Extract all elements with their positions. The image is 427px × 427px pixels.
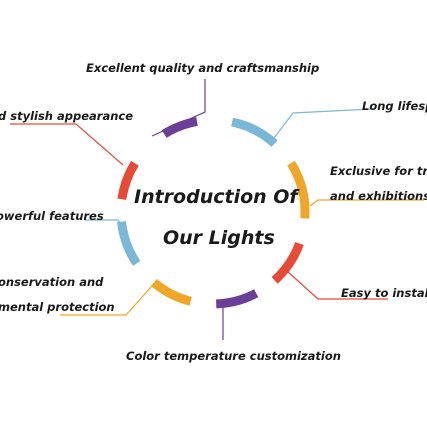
leader-line-4 (286, 270, 388, 300)
feature-label-7: owerful features (0, 209, 104, 223)
title-line-2: Our Lights (163, 227, 275, 249)
ring-arc-4 (271, 241, 304, 284)
feature-label-4: Easy to install (341, 286, 427, 300)
ring-arc-2 (231, 117, 278, 148)
ring-arc-6 (151, 278, 192, 306)
feature-label-6-line-1: onservation and (0, 275, 104, 289)
feature-label-6-line-2: mental protection (0, 300, 115, 314)
leader-line-8 (10, 123, 124, 166)
ring-arcs (117, 116, 310, 309)
ring-arc-8 (117, 160, 139, 200)
ring-arc-5 (215, 289, 259, 309)
ring-arc-1 (161, 116, 198, 138)
feature-label-3-line-1: Exclusive for tra (330, 164, 427, 178)
leader-line-2 (273, 108, 373, 139)
feature-label-1: Excellent quality and craftsmanship (86, 61, 319, 75)
feature-label-8: d stylish appearance (0, 109, 133, 123)
diagram-title: Introduction Of Our Lights (134, 186, 300, 249)
ring-arc-7 (117, 220, 141, 266)
feature-label-5: Color temperature customization (126, 349, 341, 363)
title-line-1: Introduction Of (134, 186, 300, 208)
feature-labels: Excellent quality and craftsmanshipLong … (0, 61, 427, 363)
leader-line-3 (309, 199, 424, 207)
leader-line-6 (60, 285, 153, 316)
feature-label-2: Long lifesp (362, 99, 427, 113)
ring-arc-3 (287, 160, 310, 219)
feature-label-3-line-2: and exhibitions (330, 189, 427, 203)
